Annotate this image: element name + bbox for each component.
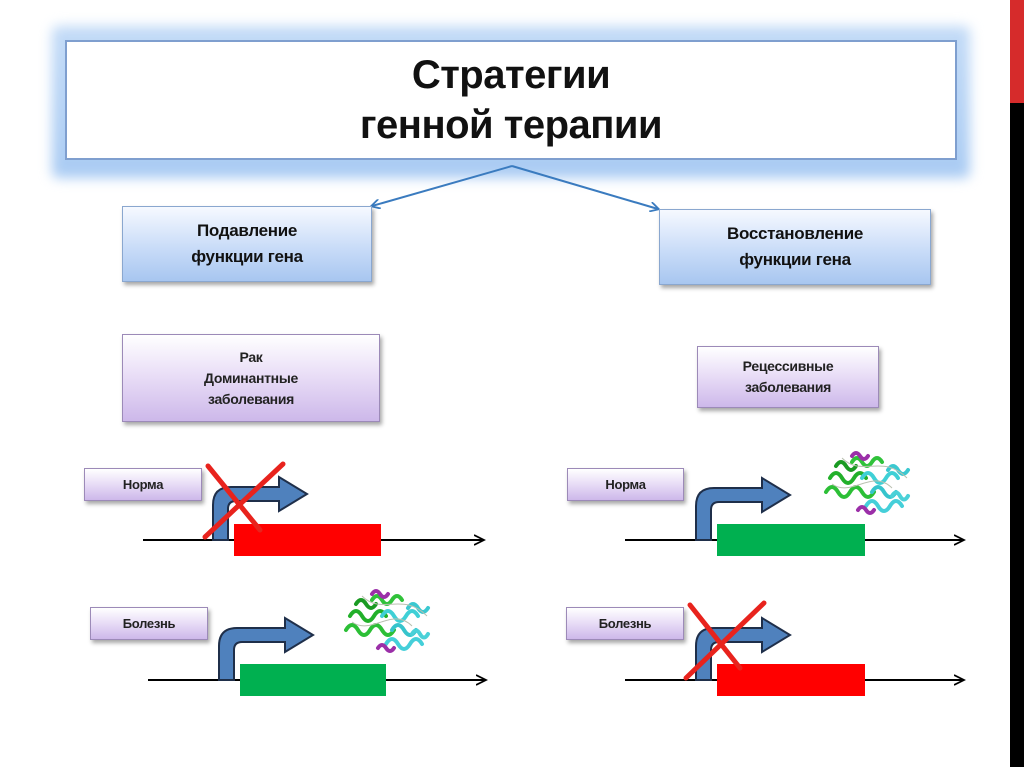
label-right-disease-text: Болезнь bbox=[598, 616, 652, 631]
label-left-disease: Болезнь bbox=[90, 607, 208, 640]
protein-icon bbox=[824, 451, 910, 515]
promoter-arrow-icon bbox=[218, 616, 315, 681]
promoter-arrow-icon bbox=[695, 476, 792, 541]
strategy-restoration-line-2: функции гена bbox=[739, 250, 851, 269]
promoter-arrow-icon bbox=[212, 475, 309, 541]
scenario-right-disease bbox=[625, 600, 964, 696]
disease-dominant-line-1: Рак bbox=[239, 348, 263, 365]
promoter-arrow-icon bbox=[695, 616, 792, 681]
disease-dominant-line-3: заболевания bbox=[207, 390, 295, 407]
strategy-restoration-line-1: Восстановление bbox=[726, 224, 863, 243]
strategy-restoration-box: Восстановление функции гена bbox=[659, 209, 931, 285]
strategy-suppression-box: Подавление функции гена bbox=[122, 206, 372, 282]
label-right-disease: Болезнь bbox=[566, 607, 684, 640]
scenario-left-normal bbox=[143, 461, 484, 556]
disease-recessive-box: Рецессивные заболевания bbox=[697, 346, 879, 408]
strategy-suppression-line-2: функции гена bbox=[191, 247, 303, 266]
label-left-disease-text: Болезнь bbox=[122, 616, 176, 631]
strategy-suppression-line-1: Подавление bbox=[196, 221, 298, 240]
disease-recessive-line-2: заболевания bbox=[744, 379, 832, 395]
blocked-cross-icon bbox=[683, 600, 767, 681]
edge-accent-red bbox=[1010, 0, 1024, 103]
gene-block bbox=[717, 524, 865, 556]
edge-accent-black bbox=[1010, 103, 1024, 767]
title-box: Стратегии генной терапии bbox=[65, 40, 957, 160]
disease-recessive-line-1: Рецессивные bbox=[742, 358, 834, 374]
connector-right-arrow bbox=[511, 165, 658, 209]
title-line-1: Стратегии bbox=[411, 53, 611, 97]
blocked-cross-icon bbox=[202, 461, 286, 540]
label-right-normal: Норма bbox=[567, 468, 684, 501]
gene-block bbox=[240, 664, 386, 696]
label-left-normal-text: Норма bbox=[122, 477, 164, 492]
protein-icon bbox=[344, 589, 430, 653]
disease-dominant-box: Рак Доминантные заболевания bbox=[122, 334, 380, 422]
disease-dominant-line-2: Доминантные bbox=[204, 369, 298, 386]
scenario-left-disease bbox=[148, 589, 486, 696]
label-left-normal: Норма bbox=[84, 468, 202, 501]
label-right-normal-text: Норма bbox=[605, 477, 646, 492]
title-line-2: генной терапии bbox=[359, 103, 663, 147]
scenario-right-normal bbox=[625, 451, 964, 556]
connector-left-arrow bbox=[372, 165, 513, 206]
